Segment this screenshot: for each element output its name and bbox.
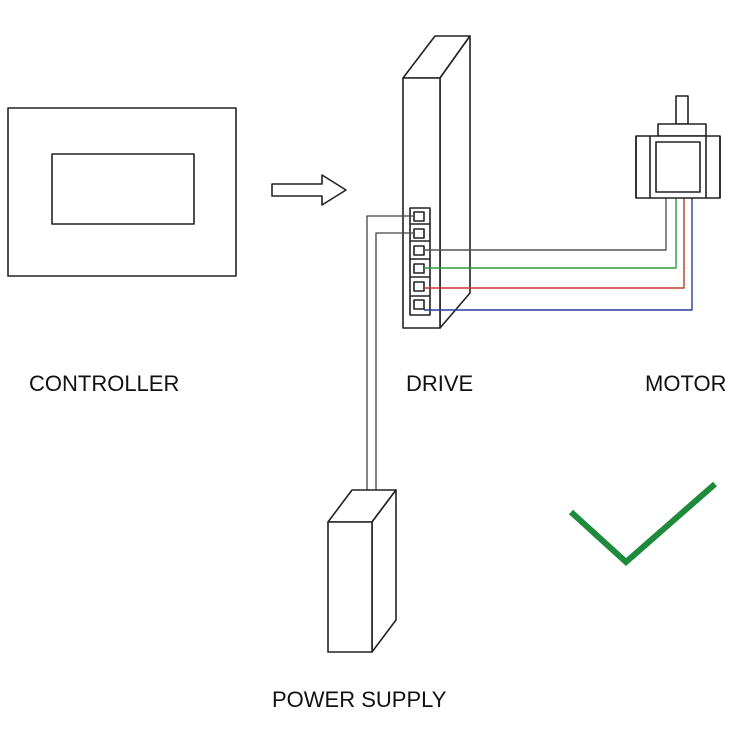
wire-red (424, 198, 685, 289)
right-arrow-icon (271, 174, 347, 206)
motor-label: MOTOR (645, 371, 726, 396)
motor-flange (657, 123, 707, 137)
drive-terminal-block (409, 207, 431, 316)
wire-blue (424, 198, 693, 311)
motor (635, 95, 721, 199)
drive-side-face (439, 35, 471, 329)
power-supply-wires (366, 215, 413, 492)
drive-label: DRIVE (406, 371, 473, 396)
checkmark-icon (568, 481, 717, 567)
wire-green (424, 198, 677, 269)
drive (402, 35, 471, 329)
motor-flange-left (635, 136, 651, 198)
motor-flange-right (705, 136, 721, 198)
wire-gray (424, 198, 667, 251)
power-supply (327, 489, 397, 653)
controller-screen (51, 153, 195, 225)
motor-label-plate (655, 141, 701, 193)
controller (7, 107, 237, 277)
power-supply-front-face (327, 521, 373, 653)
controller-label: CONTROLLER (29, 371, 179, 396)
motor-body (635, 135, 721, 199)
motor-wires (424, 198, 693, 311)
power-supply-label: POWER SUPPLY (272, 687, 447, 712)
motor-shaft (675, 95, 689, 125)
